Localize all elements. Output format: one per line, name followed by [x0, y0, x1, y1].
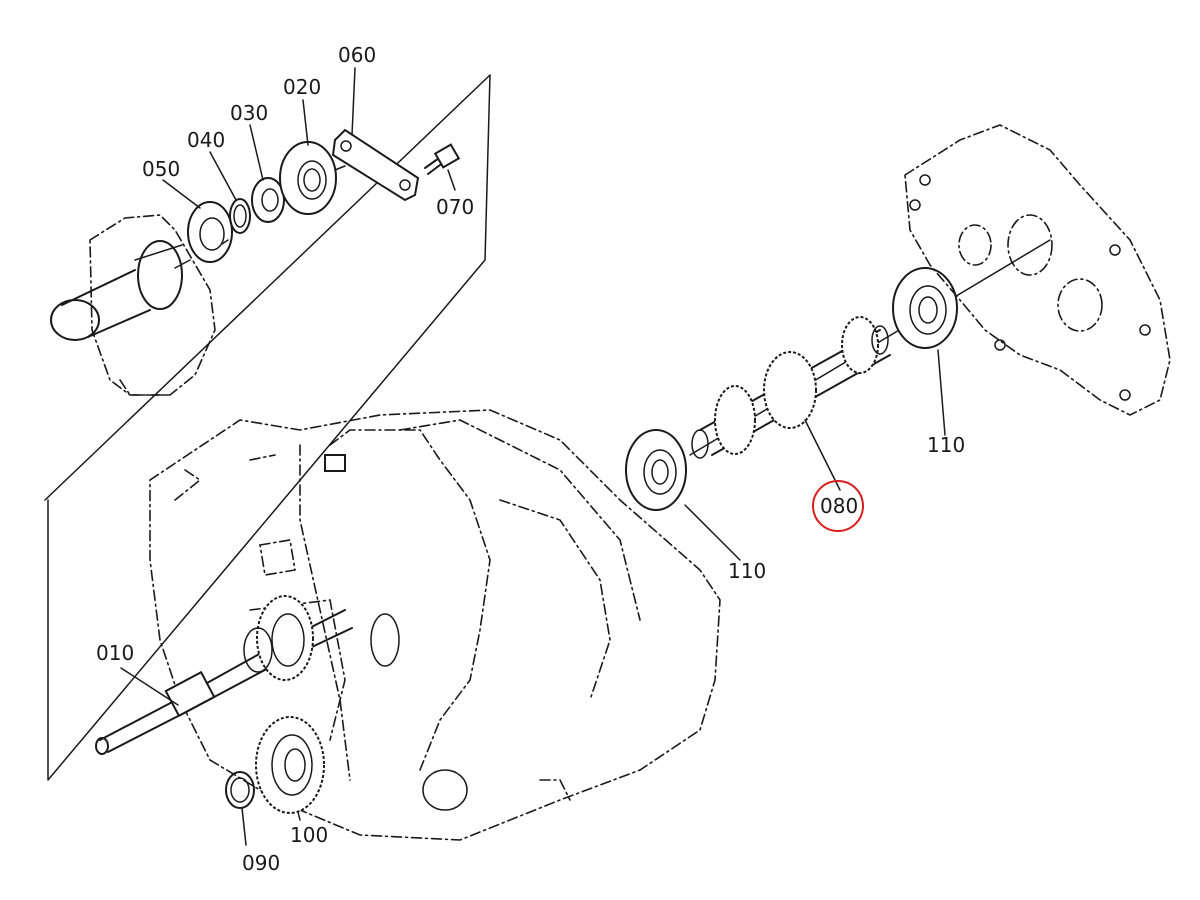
countershaft-080: [691, 316, 891, 459]
snap-ring-040: [229, 198, 251, 234]
label-part-070: 070: [436, 195, 474, 219]
label-part-020: 020: [283, 75, 321, 99]
leader-lines: [120, 67, 946, 846]
front-cover-assembly: [50, 214, 216, 396]
seal-030: [251, 177, 285, 223]
highlight-circle: [812, 480, 864, 532]
rear-cover-plate: [904, 124, 1171, 416]
bolt-070: [424, 143, 461, 175]
subassembly-frame: [44, 74, 491, 781]
label-part-050: 050: [142, 157, 180, 181]
label-part-080: 080: [820, 494, 858, 518]
gear-on-shaft-010: [243, 595, 314, 681]
label-part-110-lower: 110: [728, 559, 766, 583]
label-part-010: 010: [96, 641, 134, 665]
gear-100: [255, 716, 325, 814]
bearing-110-left: [625, 429, 687, 511]
label-part-060: 060: [338, 43, 376, 67]
plate-060: [331, 128, 420, 202]
label-part-040: 040: [187, 128, 225, 152]
label-part-110-upper: 110: [927, 433, 965, 457]
label-part-030: 030: [230, 101, 268, 125]
label-part-090: 090: [242, 851, 280, 875]
label-part-100: 100: [290, 823, 328, 847]
snap-ring-090: [225, 771, 255, 809]
bearing-050: [187, 201, 233, 263]
bearing-020: [279, 141, 337, 215]
bearing-110-right: [892, 267, 958, 349]
